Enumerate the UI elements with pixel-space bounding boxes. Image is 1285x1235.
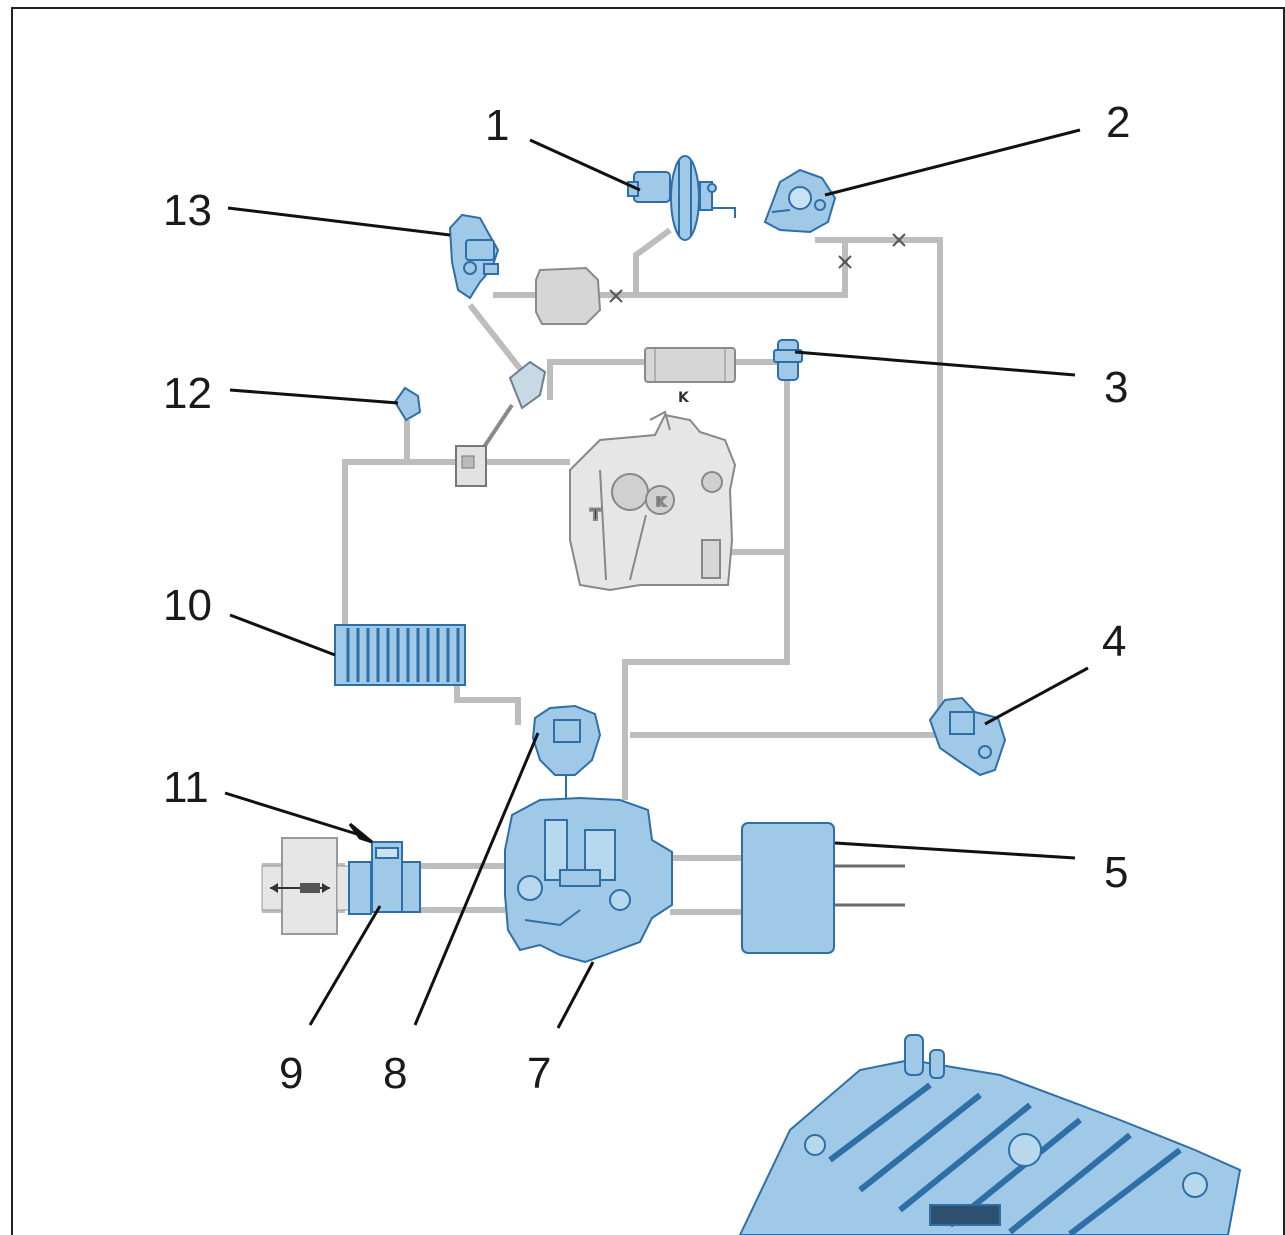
leader-5 [835, 843, 1075, 858]
leader-7 [558, 962, 593, 1028]
exhaust-muffler-icon [536, 268, 600, 324]
leader-13 [228, 208, 450, 235]
air-filter-icon [262, 838, 349, 934]
callout-3: 3 [1104, 363, 1128, 412]
callout-7: 7 [527, 1049, 551, 1098]
leader-3 [795, 352, 1075, 375]
charge-air-cooler-icon [335, 625, 465, 685]
catalytic-converter-icon [742, 823, 834, 953]
egr-valve-icon [533, 706, 600, 810]
tailpipes [832, 866, 905, 905]
vacuum-line-cooler [550, 362, 645, 400]
pressure-converter-icon [930, 698, 1005, 775]
callout-10: 10 [163, 581, 212, 630]
leader-1 [530, 140, 640, 190]
turbocharger-icon [505, 798, 672, 962]
callout-9: 9 [279, 1049, 303, 1098]
leader-11 [225, 793, 360, 835]
control-unit-icon [740, 1035, 1240, 1235]
callout-13: 13 [163, 186, 212, 235]
solenoid-valve-icon [450, 215, 498, 298]
vacuum-line-13-throttle [470, 305, 525, 375]
callout-12: 12 [163, 369, 212, 418]
callout-1: 1 [485, 101, 509, 150]
vacuum-line-10-8 [457, 678, 518, 725]
callout-2: 2 [1106, 98, 1130, 147]
vacuum-pump-icon [765, 170, 835, 232]
pressure-sensor-icon [774, 340, 802, 380]
throttle-actuator-icon [456, 362, 545, 486]
turbine-marking: T [590, 505, 601, 524]
boost-cooler-icon: K [645, 348, 735, 406]
leader-4 [985, 668, 1088, 724]
intake-pressure-sensor-icon [395, 388, 420, 420]
intake-sensor-icon [349, 842, 420, 914]
compressor-marking: K [656, 495, 666, 509]
leader-2 [825, 130, 1080, 195]
cooler-marking: K [678, 390, 690, 406]
callout-11: 11 [163, 763, 209, 812]
leader-10 [230, 615, 335, 655]
callout-5: 5 [1104, 848, 1128, 897]
callout-4: 4 [1102, 617, 1126, 666]
turbocharger-engine-icon: T K [570, 412, 735, 590]
callout-8: 8 [383, 1049, 407, 1098]
vacuum-line-booster [636, 230, 670, 295]
vacuum-line-10-valve [345, 462, 457, 625]
vacuum-booster-icon [628, 156, 735, 240]
leader-12 [230, 390, 398, 403]
